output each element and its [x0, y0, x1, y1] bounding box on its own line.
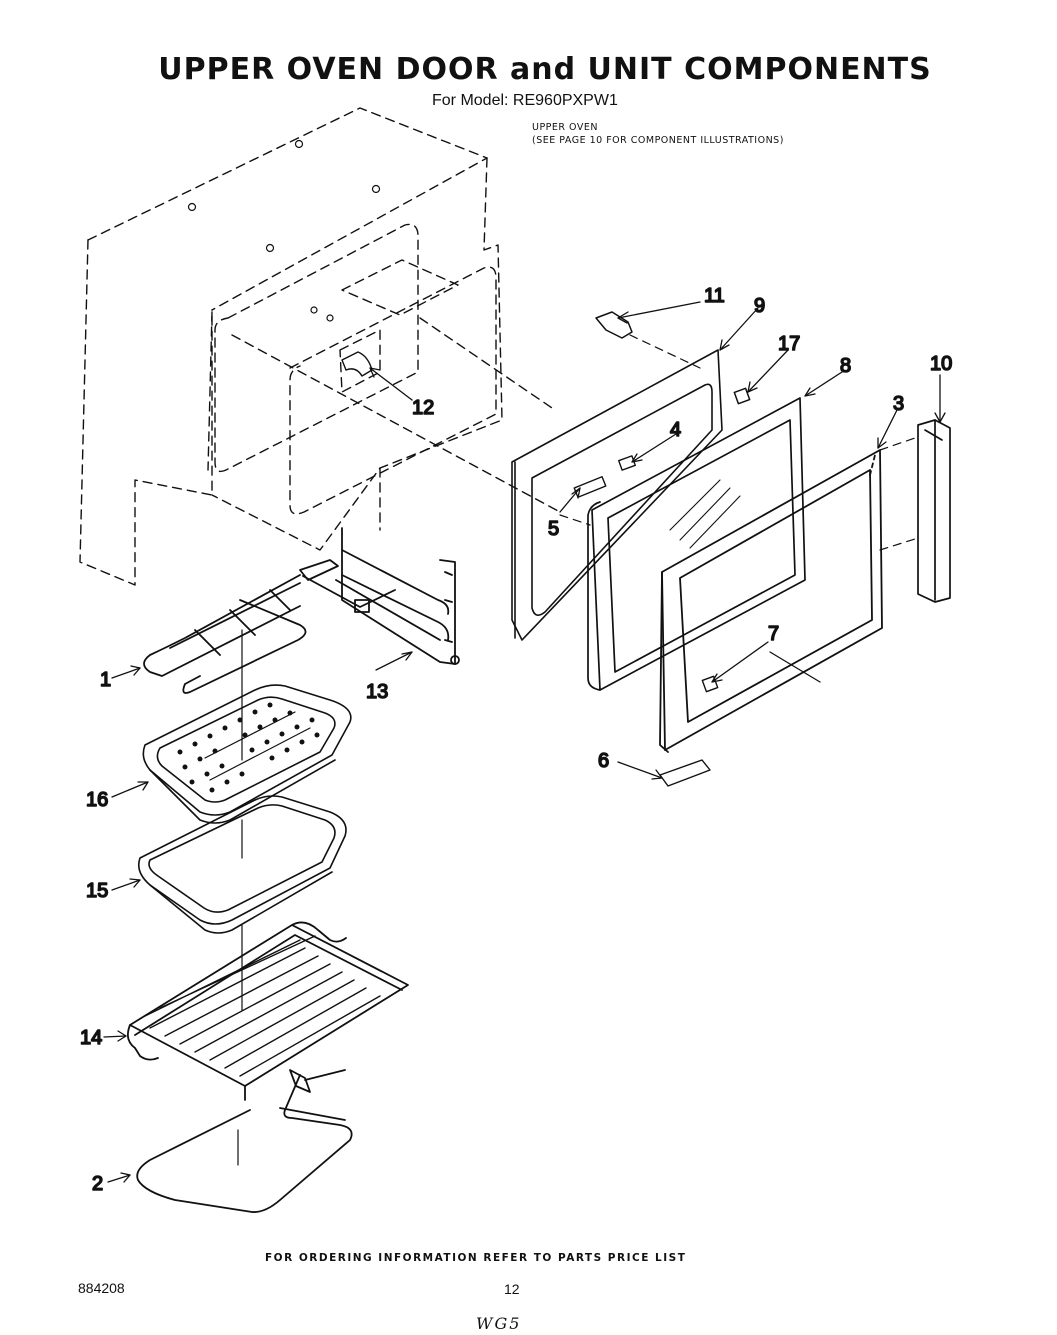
callout-14: 14 — [80, 1027, 102, 1049]
ordering-info-note: FOR ORDERING INFORMATION REFER TO PARTS … — [265, 1252, 687, 1264]
assembly-lines — [237, 629, 243, 1166]
spacer-part-17 — [733, 387, 751, 405]
callout-16: 16 — [86, 789, 108, 811]
callout-6: 6 — [598, 750, 609, 772]
callout-13: 13 — [366, 681, 388, 703]
outer-door-frame-part-3 — [659, 449, 883, 753]
callout-1: 1 — [100, 669, 111, 691]
upper-oven-reference-note: UPPER OVEN (SEE PAGE 10 FOR COMPONENT IL… — [532, 121, 784, 147]
rack-support-part-13 — [335, 527, 460, 665]
callout-11: 11 — [704, 285, 725, 307]
oven-rack-part-14 — [126, 921, 409, 1101]
callout-5: 5 — [548, 518, 559, 540]
callout-8: 8 — [840, 355, 851, 377]
callout-9: 9 — [754, 295, 765, 317]
callout-3: 3 — [893, 393, 904, 415]
door-liner-part-8 — [587, 397, 806, 691]
broiler-pan-insert-part-16 — [142, 684, 352, 824]
cabinet-holes — [187, 139, 381, 322]
callout-12: 12 — [412, 397, 434, 419]
page-number: 12 — [504, 1281, 520, 1297]
callout-leaders — [103, 301, 946, 1183]
insert-slots — [177, 702, 320, 793]
broiler-pan-part-15 — [137, 795, 347, 934]
door-handle-part-10 — [917, 419, 951, 603]
clip-part-4 — [618, 455, 636, 471]
document-number: 884208 — [78, 1280, 125, 1296]
clip-part-7 — [701, 675, 719, 693]
reference-note-line-1: UPPER OVEN — [532, 122, 598, 133]
upper-oven-cabinet — [79, 107, 561, 586]
callout-17: 17 — [778, 333, 800, 355]
callout-10: 10 — [930, 353, 952, 375]
callout-15: 15 — [86, 880, 108, 902]
reference-note-line-2: (SEE PAGE 10 FOR COMPONENT ILLUSTRATIONS… — [532, 135, 784, 146]
callout-7: 7 — [768, 623, 779, 645]
callout-2: 2 — [92, 1173, 103, 1195]
callout-4: 4 — [670, 419, 681, 441]
model-number: For Model: RE960PXPW1 — [432, 92, 618, 109]
screw-part-11 — [595, 311, 633, 339]
page-title: UPPER OVEN DOOR and UNIT COMPONENTS — [158, 52, 932, 87]
hinge-plate-part-6 — [659, 759, 711, 787]
bake-element-part-2 — [136, 1069, 353, 1213]
door-assembly-lines — [559, 334, 919, 551]
handwritten-mark: WG5 — [476, 1314, 522, 1333]
bracket-part-12 — [341, 351, 373, 377]
inner-door-panel-part-9 — [511, 349, 723, 641]
broil-element-part-1 — [143, 559, 396, 694]
